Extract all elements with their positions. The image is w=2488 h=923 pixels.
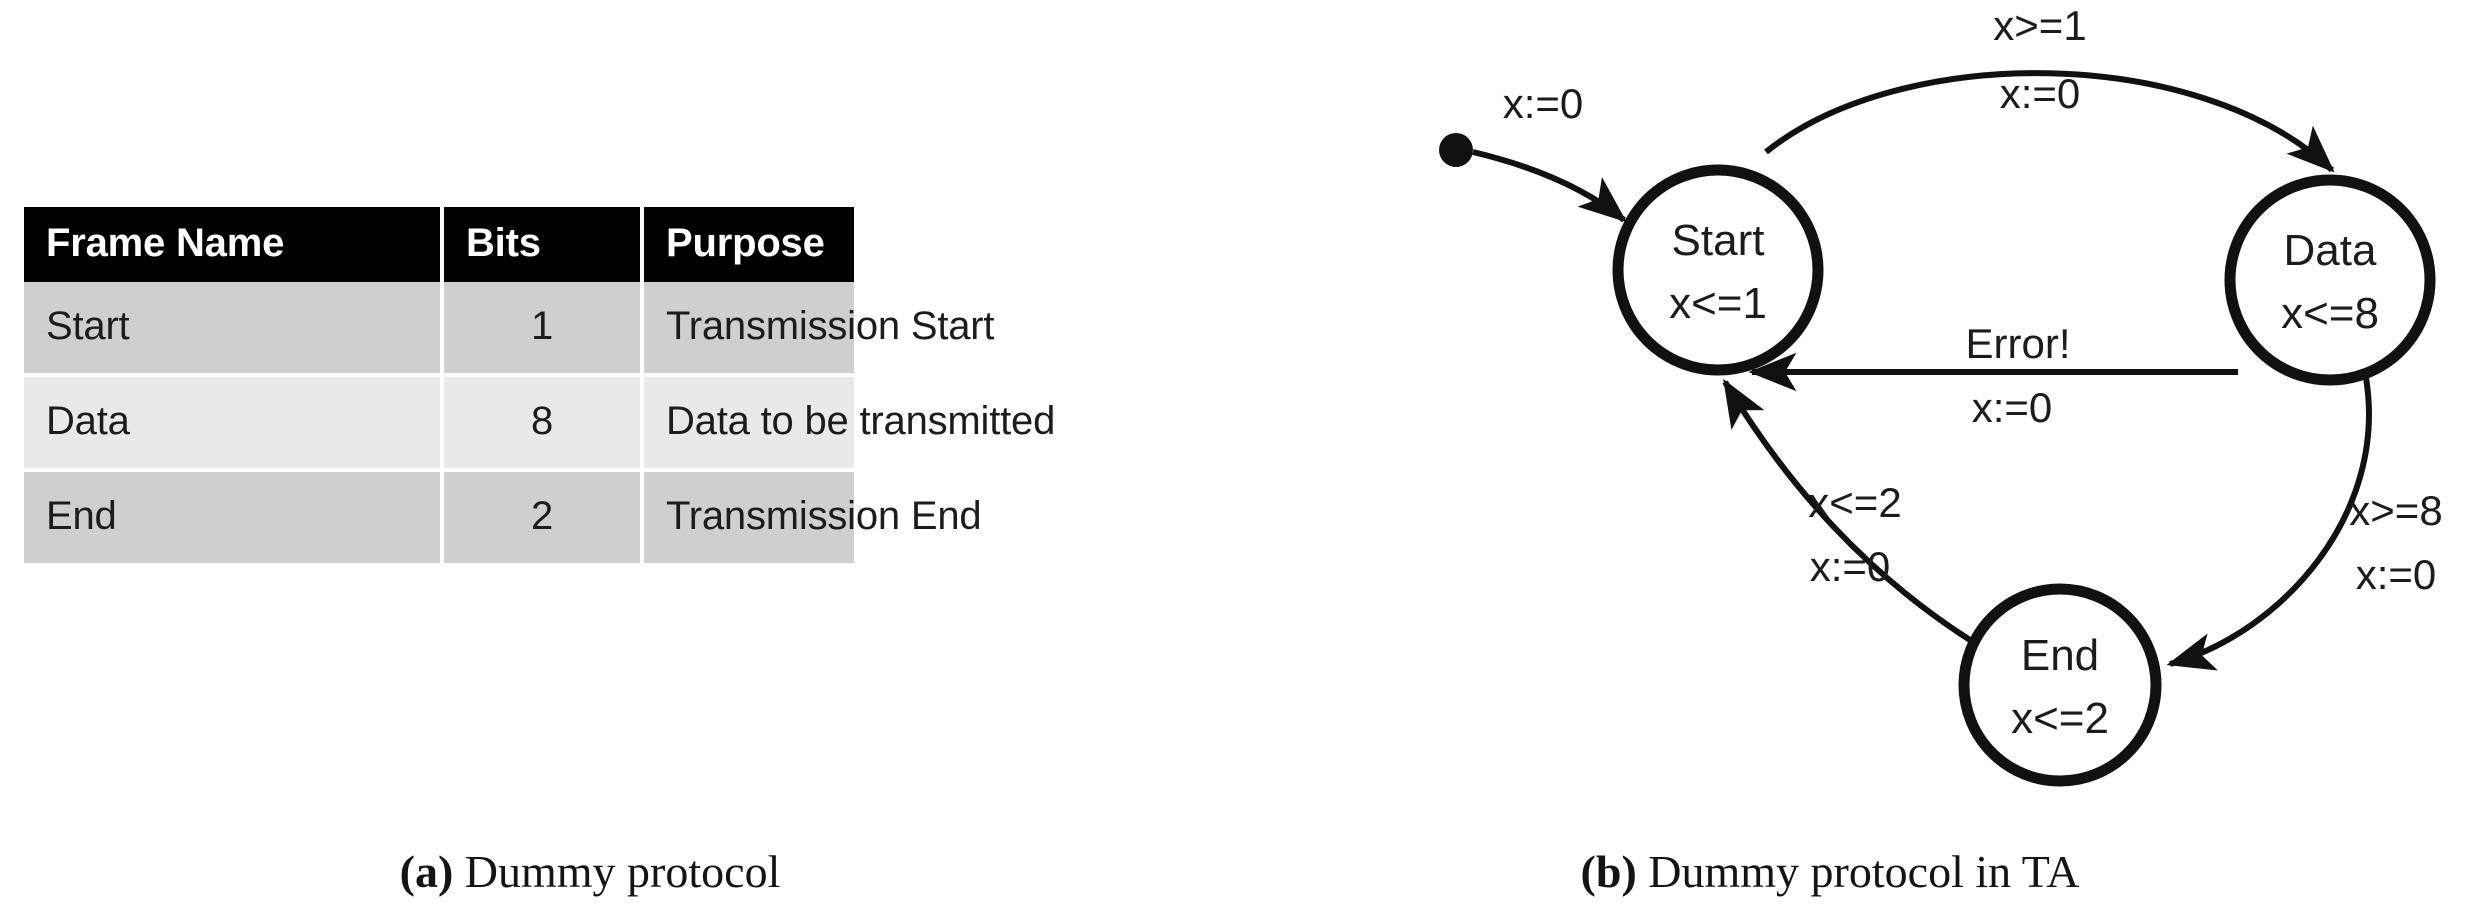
timed-automaton-diagram: x:=0 x>=1 x:=0 Error! x:=0 x>=8 x:=0 x<=…: [1439, 2, 2443, 787]
state-label-end-invariant: x<=2: [2011, 694, 2109, 743]
edge-label-initial-update: x:=0: [1503, 80, 1584, 127]
edge-label-data-to-end-update: x:=0: [2356, 551, 2437, 598]
caption-b-tag: (b): [1580, 846, 1637, 897]
state-node-data[interactable]: [2224, 174, 2436, 386]
edge-label-data-to-start-guard: Error!: [1966, 320, 2071, 367]
edge-initial-to-start: [1472, 149, 1627, 223]
state-label-end-name: End: [2021, 631, 2099, 680]
state-node-start[interactable]: [1612, 164, 1824, 376]
column-header-purpose: Purpose: [644, 207, 854, 282]
state-label-data-invariant: x<=8: [2281, 289, 2379, 338]
table-header-row: Frame Name Bits Purpose: [24, 207, 854, 282]
column-header-bits: Bits: [444, 207, 644, 282]
table-row: Data 8 Data to be transmitted: [24, 377, 1055, 472]
caption-subfigure-b: (b) Dummy protocol in TA: [1280, 845, 2380, 898]
state-label-data-name: Data: [2284, 226, 2377, 275]
state-label-start-name: Start: [1672, 216, 1765, 265]
edge-label-start-to-data-guard: x>=1: [1993, 2, 2086, 49]
edge-start-to-data: [1764, 70, 2335, 173]
table-row: End 2 Transmission End: [24, 472, 982, 563]
cell-frame-name: Data: [24, 377, 444, 472]
cell-bits: 1: [444, 282, 644, 377]
caption-subfigure-a: (a) Dummy protocol: [0, 845, 1180, 898]
cell-bits: 2: [444, 472, 644, 563]
edge-end-to-start: [1722, 378, 1972, 643]
subfigure-a-dummy-protocol: Frame Name Bits Purpose Start 1 Transmis…: [0, 0, 1180, 923]
caption-b-text: Dummy protocol in TA: [1636, 846, 2080, 897]
edge-label-end-to-start-update: x:=0: [1810, 543, 1891, 590]
cell-bits: 8: [444, 377, 644, 472]
caption-a-text: Dummy protocol: [453, 846, 781, 897]
cell-frame-name: End: [24, 472, 444, 563]
column-header-frame-name: Frame Name: [24, 207, 444, 282]
initial-state-dot: [1439, 133, 1473, 167]
edge-label-start-to-data-update: x:=0: [2000, 70, 2081, 117]
edge-data-to-end: [2166, 377, 2372, 671]
frame-table: Frame Name Bits Purpose Start 1 Transmis…: [24, 207, 1055, 563]
state-label-start-invariant: x<=1: [1669, 279, 1767, 328]
cell-purpose: Transmission End: [644, 472, 982, 563]
edge-label-data-to-start-update: x:=0: [1972, 384, 2053, 431]
cell-purpose: Transmission Start: [644, 282, 995, 377]
edge-label-end-to-start-guard: x<=2: [1808, 479, 1901, 526]
cell-purpose: Data to be transmitted: [644, 377, 1055, 472]
subfigure-b-dummy-protocol-ta: x:=0 x>=1 x:=0 Error! x:=0 x>=8 x:=0 x<=…: [1180, 0, 2488, 923]
caption-a-tag: (a): [399, 846, 454, 897]
edge-label-data-to-end-guard: x>=8: [2349, 487, 2442, 534]
cell-frame-name: Start: [24, 282, 444, 377]
state-node-end[interactable]: [1958, 583, 2162, 787]
table-row: Start 1 Transmission Start: [24, 282, 995, 377]
